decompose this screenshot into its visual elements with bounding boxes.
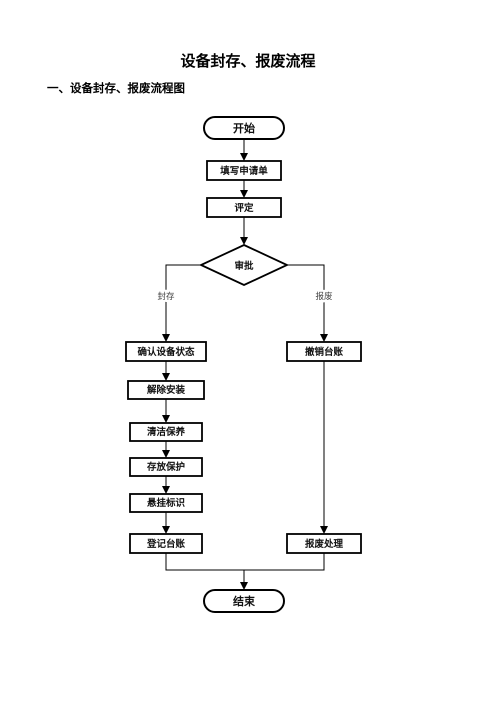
edge-approve-to-cancel — [287, 264, 328, 342]
scrap-handling-node: 报废处理 — [286, 533, 362, 554]
edge-approve-to-confirm — [162, 264, 201, 342]
edge-register-to-merge — [165, 553, 325, 571]
uninstall-node: 解除安装 — [127, 380, 205, 400]
start-label: 开始 — [233, 121, 255, 135]
tag-node: 悬挂标识 — [129, 493, 203, 513]
fill-form-label: 填写申请单 — [220, 165, 268, 177]
evaluate-node: 评定 — [206, 197, 282, 218]
clean-node: 清洁保养 — [129, 422, 203, 442]
start-node: 开始 — [203, 116, 285, 140]
scrap-handling-label: 报废处理 — [305, 538, 344, 550]
register-ledger-label: 登记台账 — [146, 538, 186, 550]
end-label: 结束 — [232, 594, 256, 608]
cancel-ledger-node: 撤销台账 — [286, 341, 362, 362]
branch-label-seal: 封存 — [157, 291, 175, 302]
cancel-ledger-label: 撤销台账 — [305, 346, 344, 358]
branch-label-scrap: 报废 — [315, 291, 333, 302]
confirm-status-node: 确认设备状态 — [125, 341, 207, 362]
store-label: 存放保护 — [146, 461, 185, 473]
section-heading: 一、设备封存、报废流程图 — [47, 81, 185, 95]
uninstall-label: 解除安装 — [147, 384, 186, 396]
end-node: 结束 — [203, 589, 285, 613]
document-title: 设备封存、报废流程 — [180, 52, 316, 70]
connectors — [162, 139, 328, 590]
fill-form-node: 填写申请单 — [206, 160, 282, 181]
confirm-status-label: 确认设备状态 — [137, 346, 195, 358]
store-node: 存放保护 — [129, 457, 203, 477]
evaluate-label: 评定 — [234, 202, 254, 214]
clean-label: 清洁保养 — [147, 426, 186, 438]
approve-decision-node: 审批 — [198, 244, 290, 286]
approve-label: 审批 — [234, 260, 254, 272]
register-ledger-node: 登记台账 — [129, 533, 203, 554]
tag-label: 悬挂标识 — [146, 497, 186, 509]
